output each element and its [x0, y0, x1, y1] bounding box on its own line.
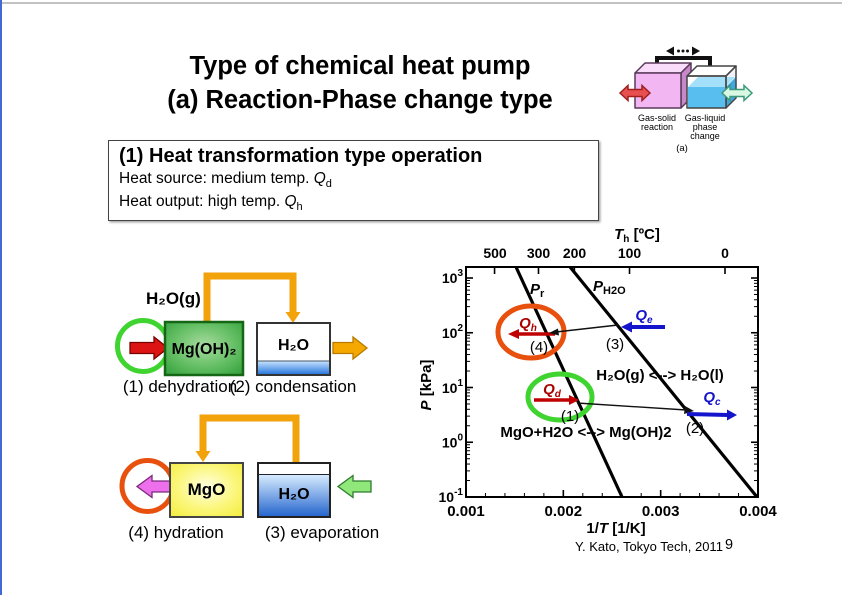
vapor-return-pipe — [199, 414, 300, 463]
step4-label: (4) hydration — [128, 523, 223, 542]
evaporator-box — [257, 462, 331, 518]
vapor-return-arrowhead-icon — [195, 451, 211, 462]
mgo-reactor-box — [169, 462, 244, 518]
q-subscript: h — [296, 200, 303, 213]
y-axis-title: P [kPa] — [418, 360, 435, 411]
mini-diagram-caption: (a) — [676, 143, 688, 154]
qh-arrow-icon — [508, 329, 555, 339]
step3-label: (3) evaporation — [265, 523, 379, 542]
q-symbol: Q — [313, 170, 326, 187]
point1-label: (1) — [561, 408, 579, 425]
gas-liquid-label-line3: change — [690, 131, 720, 141]
y-tick-1e-1: 10-1 — [439, 487, 464, 505]
q-subscript: d — [325, 178, 332, 191]
heat-output-arrow-icon — [135, 474, 173, 499]
x-tick-0004: 0.004 — [739, 503, 777, 520]
vapor-pipe-arrowhead-icon — [285, 312, 301, 323]
mgo-label: MgO — [188, 480, 226, 499]
ph2o-line-label: PH2O — [593, 278, 626, 297]
qd-label: Qd — [543, 381, 562, 400]
qe-arrow-icon — [621, 321, 665, 333]
chart-frame — [465, 266, 759, 498]
x-tick-0003: 0.003 — [642, 503, 680, 520]
gas-solid-reaction-box — [634, 62, 692, 109]
evaporator-heat-in-arrow-icon — [336, 474, 372, 499]
qc-arrow-icon — [686, 409, 737, 421]
info-box-heading: (1) Heat transformation type operation — [119, 145, 483, 167]
condenser-heat-out-arrow-icon — [332, 335, 369, 361]
qd-highlight-ellipse — [525, 371, 595, 423]
evaporator-label: H₂O — [278, 486, 309, 503]
heat-source-line: Heat source: medium temp. Qd — [109, 169, 598, 192]
left-border-line — [0, 0, 2, 595]
slide-title: Type of chemical heat pump (a) Reaction-… — [130, 50, 590, 117]
y-tick-1e1: 101 — [442, 378, 464, 396]
mgo-equilibrium-label: MgO+H2O <--> Mg(OH)2 — [500, 424, 671, 441]
mgoh2-label: Mg(OH)₂ — [172, 341, 237, 358]
x-tick-0001: 0.001 — [447, 503, 485, 520]
operation-info-box: (1) Heat transformation type operation H… — [108, 140, 599, 221]
top-tick-500: 500 — [483, 245, 507, 261]
heat-input-arrow-icon — [129, 335, 170, 361]
q-symbol: Q — [284, 192, 297, 210]
gas-solid-label-line2: reaction — [641, 122, 673, 132]
credit-text: Y. Kato, Tokyo Tech, 2011 — [575, 539, 723, 554]
axis-ticks — [465, 267, 759, 498]
page-number: 9 — [725, 537, 734, 553]
heat-output-text: Heat output: high temp. — [119, 192, 285, 210]
title-line-2: (a) Reaction-Phase change type — [167, 85, 553, 114]
vapor-label: H₂O(g) — [146, 289, 201, 308]
top-border-line — [0, 2, 842, 4]
top-tick-200: 200 — [563, 245, 587, 261]
heat-output-line: Heat output: high temp. Qh — [109, 192, 598, 215]
phase-heat-double-arrow-icon — [720, 83, 754, 103]
top-tick-300: 300 — [527, 245, 551, 261]
y-tick-1e2: 102 — [442, 323, 464, 341]
point3-label: (3) — [606, 336, 624, 353]
reaction-phase-mini-diagram: Gas-solid reaction Gas-liquid phase chan… — [618, 46, 754, 154]
qc-label: Qc — [703, 389, 721, 408]
hydration-evaporation-diagram: MgO H₂O (4) hydration (3) evaporation — [119, 414, 379, 542]
pt-chart: Th [ºC] 500 300 200 100 0 P [kPa] 103 10… — [418, 226, 777, 537]
point4-label: (4) — [530, 339, 548, 356]
top-tick-0: 0 — [721, 245, 729, 261]
gas-liquid-label-line1: Gas-liquid — [685, 113, 726, 123]
step2-label: (2) condensation — [230, 377, 357, 396]
step1-label: (1) dehydration — [123, 377, 237, 396]
step3-to-4-arrow-icon — [549, 324, 619, 336]
pr-line-label: Pr — [530, 281, 545, 300]
x-axis-title: 1/T [1/K] — [586, 520, 645, 537]
reaction-heat-double-arrow-icon — [618, 83, 652, 103]
vapor-pipe — [203, 272, 297, 323]
y-tick-1e0: 100 — [442, 433, 464, 451]
qh-label: Qh — [519, 315, 537, 334]
dehydration-condensation-diagram: H₂O(g) Mg(OH)₂ H₂O (1) dehydration (2) c… — [115, 272, 369, 396]
top-tick-100: 100 — [618, 245, 642, 261]
dashed-double-arrow-icon — [666, 46, 700, 56]
gas-liquid-label-line2: phase — [693, 122, 718, 132]
top-axis-title: Th [ºC] — [614, 226, 660, 245]
gas-solid-label-line1: Gas-solid — [638, 113, 676, 123]
qe-label: Qe — [635, 307, 653, 326]
y-tick-1e3: 103 — [442, 268, 464, 286]
condenser-box — [256, 322, 331, 376]
qd-arrow-icon — [534, 395, 579, 405]
title-line-1: Type of chemical heat pump — [189, 52, 531, 80]
condenser-label: H₂O — [278, 337, 309, 354]
water-equilibrium-label: H₂O(g) <--> H₂O(l) — [596, 367, 724, 384]
heat-source-text: Heat source: medium temp. — [119, 170, 314, 187]
mgoh2-reactor-box — [163, 320, 245, 377]
x-tick-0002: 0.002 — [545, 503, 583, 520]
step1-to-2-arrow-icon — [576, 402, 694, 414]
qh-highlight-ellipse — [495, 303, 567, 361]
point2-label: (2) — [686, 420, 704, 437]
